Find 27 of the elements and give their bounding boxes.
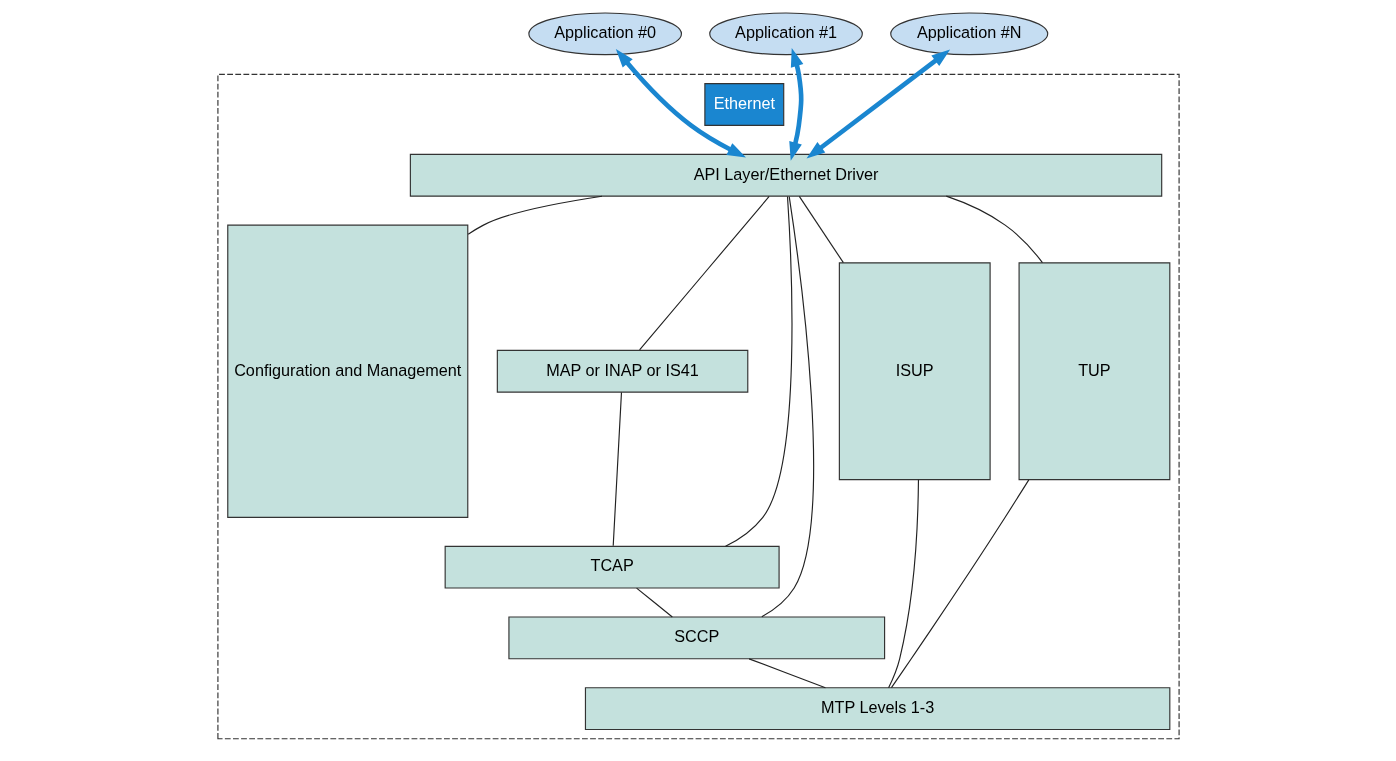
node-ellipse: Application #1: [708, 12, 863, 56]
node-ellipse: Application #0: [527, 12, 682, 56]
node-ellipse: Application #N: [889, 12, 1048, 56]
node-box: MTP Levels 1-3: [584, 687, 1170, 731]
connector: [890, 479, 1029, 689]
connector: [945, 195, 1043, 264]
cluster: [216, 73, 1180, 740]
node-box: Ethernet: [703, 83, 784, 126]
node-box: ISUP: [838, 262, 991, 481]
arrow: [806, 49, 950, 159]
connector: [467, 195, 603, 235]
node-box: API Layer/Ethernet Driver: [409, 153, 1162, 197]
arrow: [788, 48, 803, 161]
arrow: [615, 49, 746, 158]
connector: [798, 195, 844, 264]
node-box: Configuration and Management: [226, 224, 468, 518]
connector: [748, 658, 826, 689]
connector: [724, 195, 793, 547]
node-box: SCCP: [507, 616, 885, 660]
connector: [887, 479, 919, 689]
connector: [760, 196, 814, 618]
node-box: TCAP: [444, 545, 780, 589]
connector: [635, 587, 673, 618]
node-box: TUP: [1018, 262, 1170, 481]
connector: [638, 195, 770, 351]
node-box: MAP or INAP or IS41: [496, 349, 748, 393]
connector: [612, 391, 622, 547]
